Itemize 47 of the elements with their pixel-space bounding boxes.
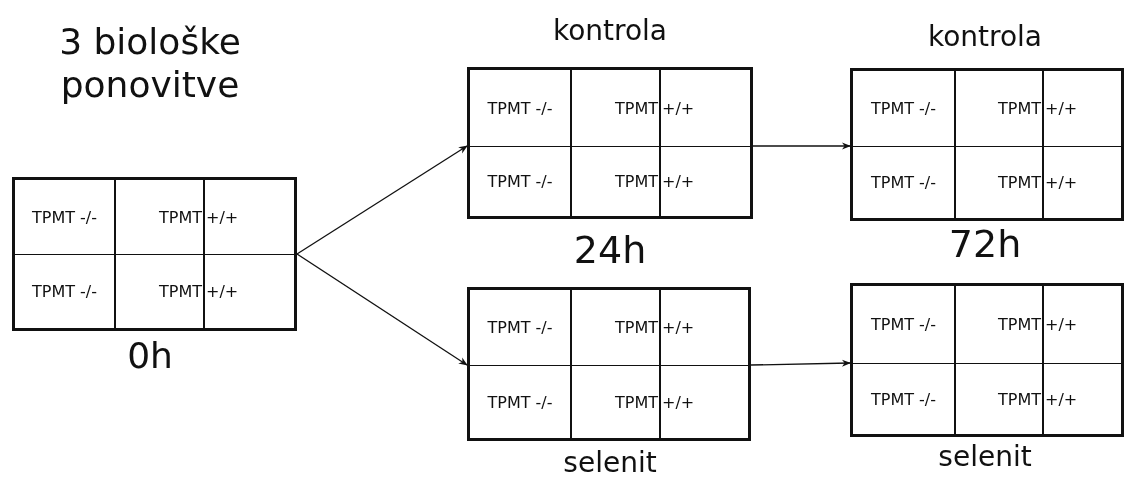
well-label: TPMT	[955, 363, 1043, 435]
plate-caption: kontrola	[926, 20, 1043, 54]
well-plate-grid	[850, 283, 1124, 437]
well-label: TPMT -/-	[852, 70, 955, 147]
well-label: TPMT -/-	[469, 289, 571, 366]
well-label: TPMT	[955, 70, 1043, 147]
well-plate-grid	[467, 287, 751, 441]
time-label: 72h	[947, 222, 1023, 268]
well-label: +/+	[660, 146, 751, 217]
well-label: +/+	[204, 179, 295, 255]
arrow	[750, 359, 851, 367]
well-plate-grid	[850, 68, 1124, 221]
well-label: TPMT -/-	[852, 146, 955, 219]
well-label: +/+	[204, 254, 295, 329]
well-label: +/+	[1043, 363, 1122, 435]
arrow	[752, 142, 851, 150]
well-label: TPMT	[571, 146, 660, 217]
arrow	[296, 145, 468, 255]
plate-caption: 0h	[126, 334, 174, 378]
well-label: +/+	[660, 289, 749, 366]
well-label: TPMT	[571, 69, 660, 147]
well-label: TPMT	[955, 146, 1043, 219]
well-label: TPMT	[115, 254, 204, 329]
well-label: TPMT -/-	[852, 363, 955, 435]
well-label: +/+	[1043, 285, 1122, 364]
well-label: TPMT	[115, 179, 204, 255]
plate-caption: kontrola	[551, 14, 668, 48]
well-label: TPMT	[571, 365, 660, 439]
well-label: TPMT -/-	[469, 69, 571, 147]
plate-caption: selenit	[562, 446, 658, 480]
well-label: +/+	[660, 365, 749, 439]
time-label: 24h	[572, 228, 648, 274]
well-plate-grid	[467, 67, 753, 219]
well-label: TPMT -/-	[469, 365, 571, 439]
well-label: +/+	[1043, 70, 1122, 147]
well-label: +/+	[660, 69, 751, 147]
well-label: TPMT	[955, 285, 1043, 364]
well-label: TPMT -/-	[14, 254, 115, 329]
well-label: TPMT -/-	[469, 146, 571, 217]
well-label: TPMT	[571, 289, 660, 366]
arrow	[296, 253, 468, 366]
well-plate-grid	[12, 177, 297, 331]
plate-caption: selenit	[937, 440, 1033, 474]
well-label: +/+	[1043, 146, 1122, 219]
plate-caption: 3 biološke ponovitve	[58, 20, 242, 107]
well-label: TPMT -/-	[852, 285, 955, 364]
well-label: TPMT -/-	[14, 179, 115, 255]
